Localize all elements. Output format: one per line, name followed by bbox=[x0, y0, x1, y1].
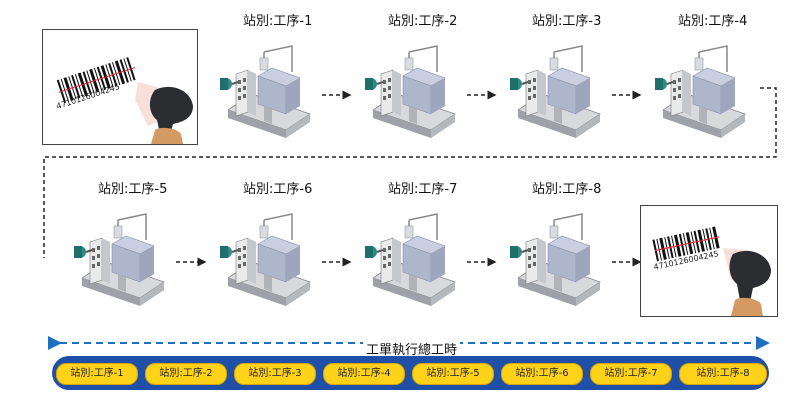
station-title-2: 站別:工序-2 bbox=[388, 14, 458, 29]
timeline-step-3: 站別:工序-3 bbox=[234, 363, 316, 385]
machine-icon-3 bbox=[509, 45, 601, 139]
machine-icon-1 bbox=[219, 45, 311, 139]
station-title-4: 站別:工序-4 bbox=[678, 14, 748, 29]
barcode-scanner-end: 4710126004245 bbox=[640, 205, 778, 317]
station-title-6: 站別:工序-6 bbox=[243, 182, 313, 197]
timeline-step-2: 站別:工序-2 bbox=[145, 363, 227, 385]
barcode-scanner-start: 4710126004245 bbox=[42, 29, 198, 145]
timeline-step-4: 站別:工序-4 bbox=[323, 363, 405, 385]
machine-icon-8 bbox=[509, 213, 601, 307]
timeline-step-7: 站別:工序-7 bbox=[590, 363, 672, 385]
station-title-8: 站別:工序-8 bbox=[532, 182, 602, 197]
timeline-step-6: 站別:工序-6 bbox=[501, 363, 583, 385]
machine-icon-5 bbox=[73, 213, 165, 307]
arrow-row-wrap bbox=[43, 87, 777, 258]
timeline-step-1: 站別:工序-1 bbox=[56, 363, 138, 385]
timeline-step-5: 站別:工序-5 bbox=[412, 363, 494, 385]
station-title-3: 站別:工序-3 bbox=[532, 14, 602, 29]
machine-icon-4 bbox=[654, 45, 746, 139]
timeline-label: 工單執行總工時 bbox=[363, 339, 461, 358]
barcode-scanner-icon bbox=[652, 226, 771, 316]
barcode-scanner-icon bbox=[54, 54, 193, 144]
machine-icon-7 bbox=[364, 213, 456, 307]
timeline-step-8: 站別:工序-8 bbox=[679, 363, 767, 385]
station-title-5: 站別:工序-5 bbox=[98, 182, 168, 197]
station-title-7: 站別:工序-7 bbox=[388, 182, 458, 197]
station-title-1: 站別:工序-1 bbox=[243, 14, 313, 29]
machine-icon-6 bbox=[219, 213, 311, 307]
machine-icon-2 bbox=[364, 45, 456, 139]
